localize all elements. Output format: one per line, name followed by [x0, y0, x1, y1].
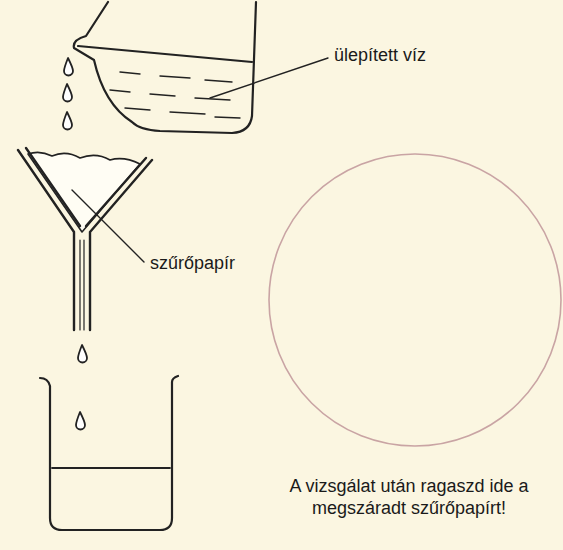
water-drops [63, 58, 73, 130]
water-surface [52, 467, 170, 469]
leader-line [210, 58, 328, 98]
water-drop [78, 345, 87, 363]
pouring-beaker [74, 2, 256, 133]
label-text: szűrőpapír [148, 253, 237, 275]
paste-circle [269, 154, 561, 446]
funnel [18, 148, 152, 330]
water-surface [78, 46, 252, 62]
leader-line [72, 190, 144, 262]
collecting-beaker [40, 376, 178, 530]
label-text: A vizsgálat után ragaszd ide a megszárad… [276, 476, 542, 519]
water-drop [76, 412, 85, 430]
label-text: ülepített víz [332, 45, 428, 67]
